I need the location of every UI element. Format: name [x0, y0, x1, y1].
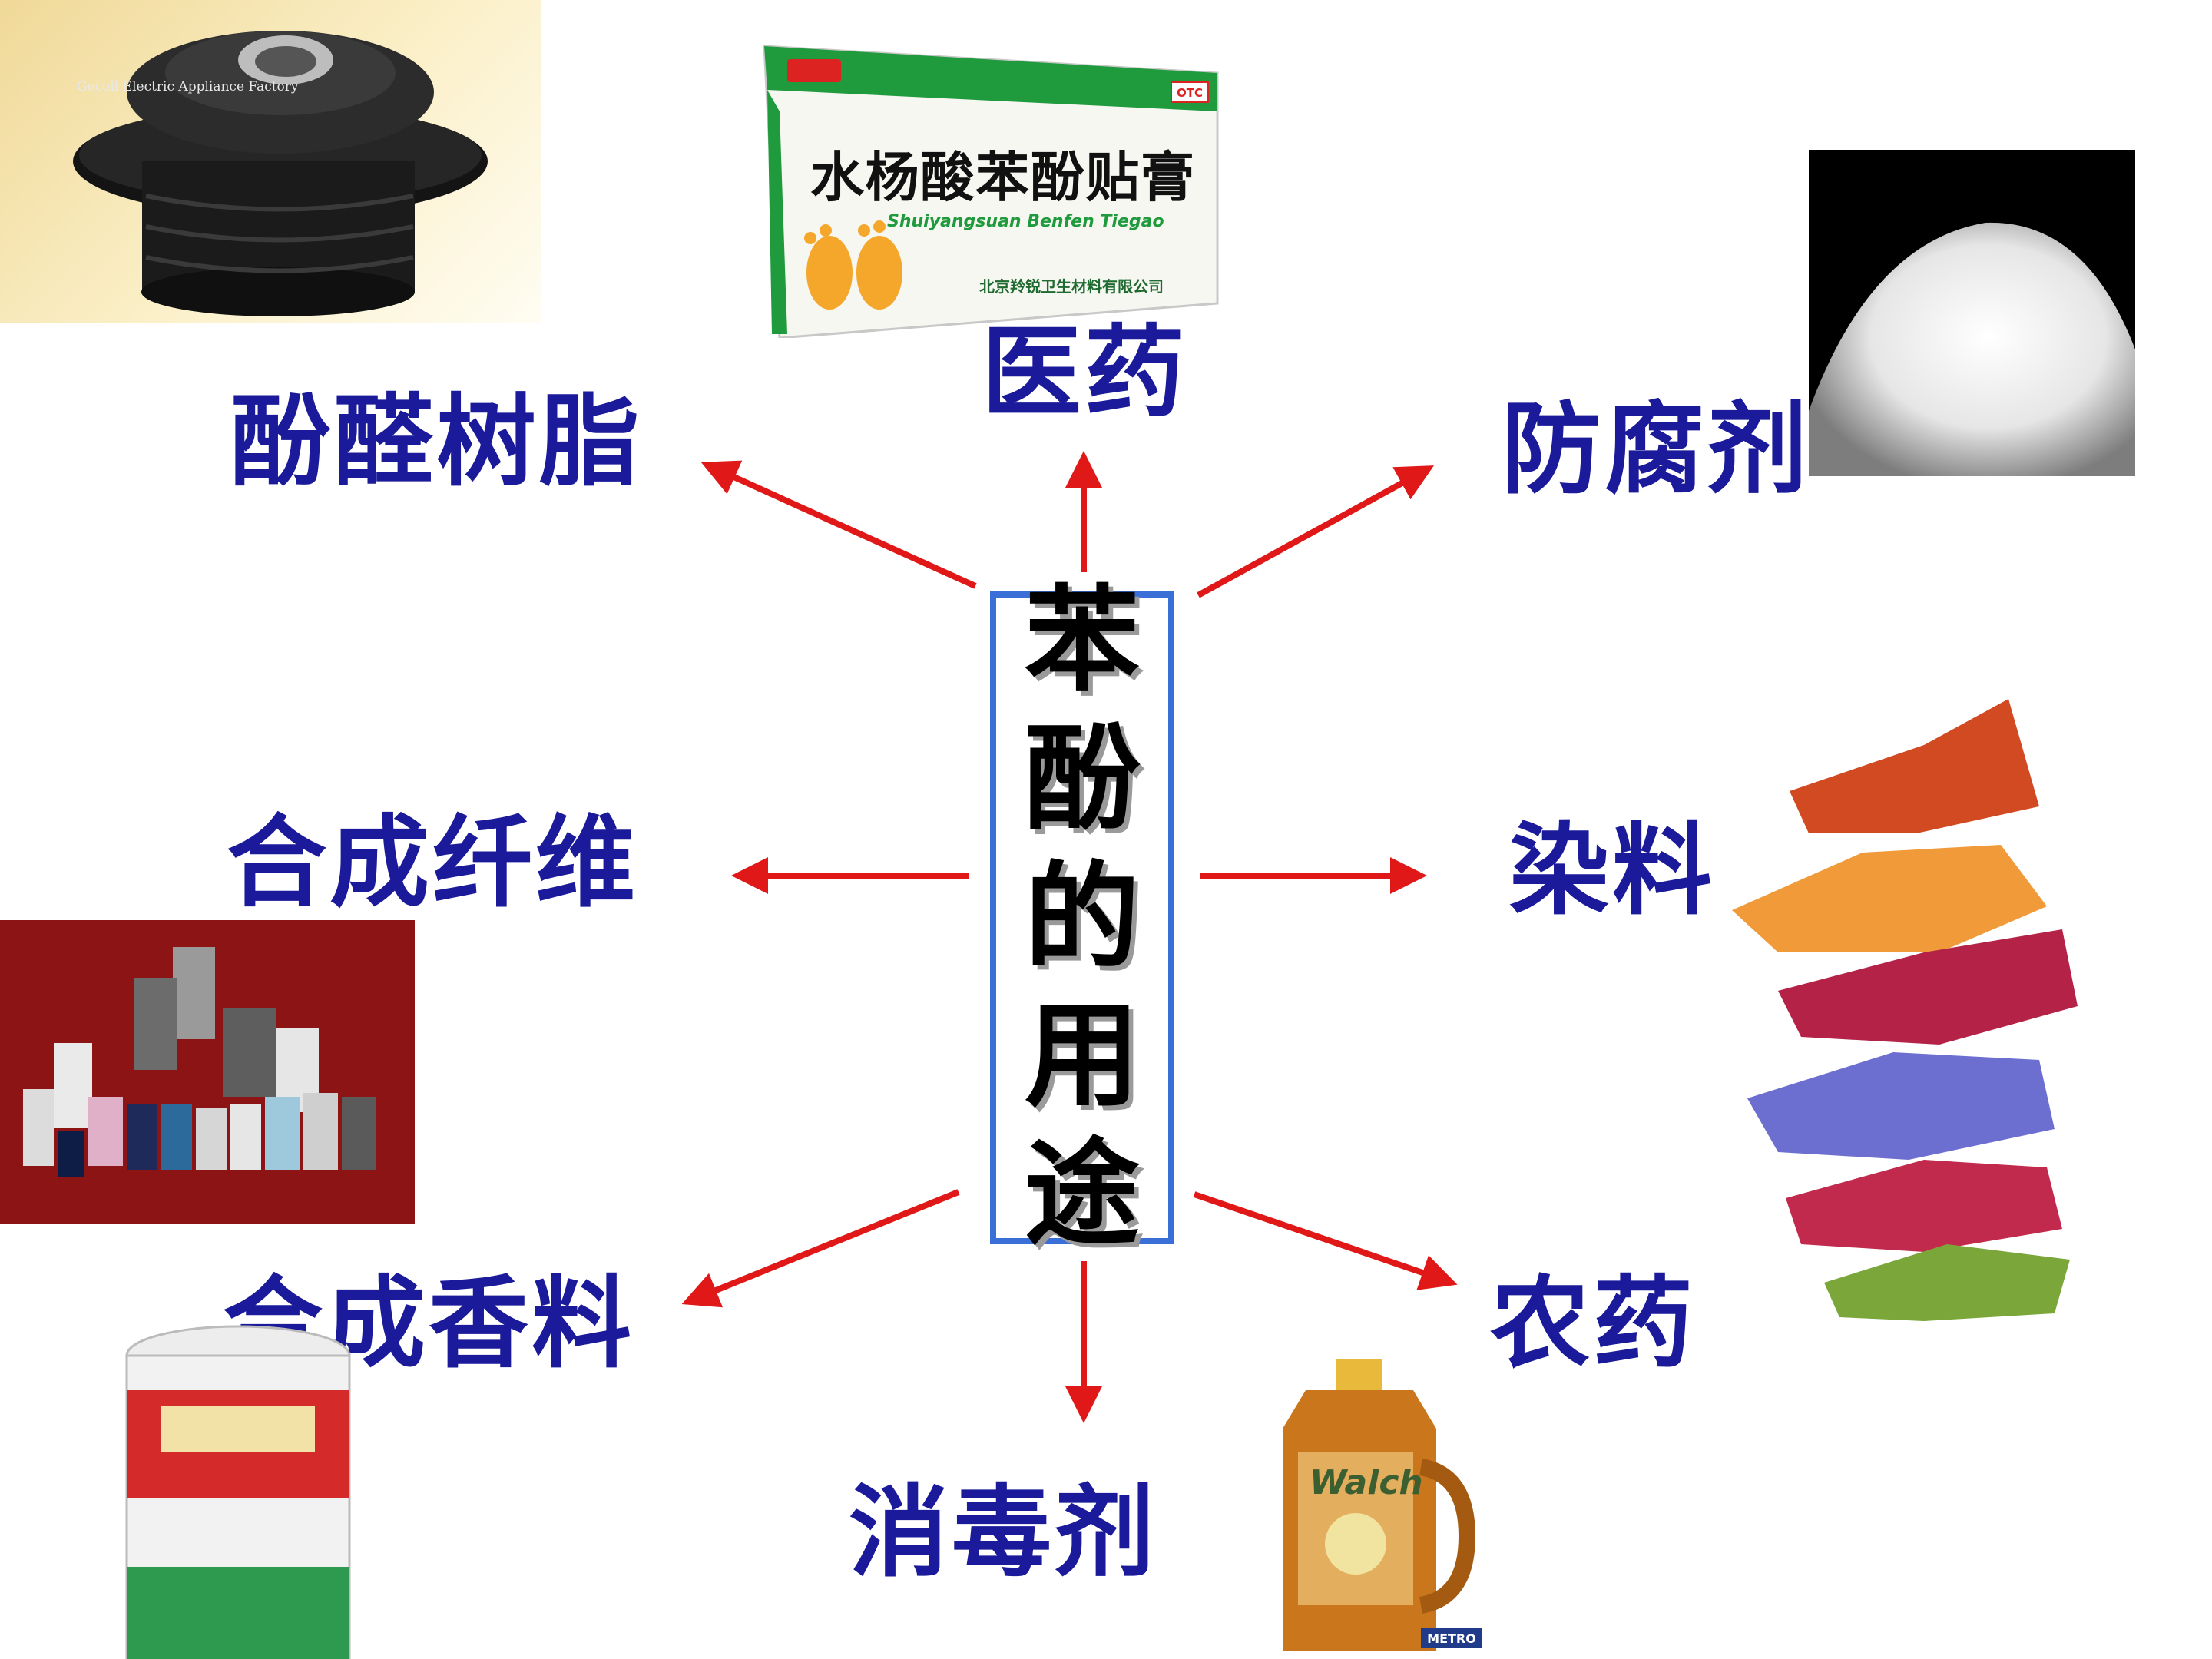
center-title-char: 酚 [1024, 713, 1140, 846]
svg-text:水杨酸苯酚贴膏: 水杨酸苯酚贴膏 [810, 146, 1194, 209]
center-title-char: 苯 [1024, 575, 1140, 708]
medicine-box-image: OTC 水杨酸苯酚贴膏 Shuiyangsuan Benfen Tiegao 北… [757, 42, 1225, 338]
white-powder-image [1809, 150, 2135, 476]
dye-pigments-image [1694, 699, 2120, 1329]
watermark-text: Gecoll Electric Appliance Factory [77, 79, 299, 94]
svg-text:Walch: Walch [1310, 1463, 1423, 1502]
label-pesticide: 农药 [1490, 1265, 1697, 1382]
svg-text:METRO: METRO [1427, 1631, 1476, 1646]
center-title-char: 的 [1024, 851, 1140, 985]
center-title-char: 途 [1024, 1128, 1140, 1261]
label-synthetic-fiber: 合成纤维 [227, 804, 639, 921]
lamp-socket-image: Gecoll Electric Appliance Factory [0, 0, 541, 323]
arrow-phenolic-resin [700, 460, 977, 589]
svg-text:Shuiyangsuan Benfen Tiegao: Shuiyangsuan Benfen Tiegao [887, 212, 1164, 231]
label-phenolic-resin: 酚醛树脂 [230, 383, 643, 500]
fragrance-jar-image [115, 1321, 361, 1659]
label-disinfectant: 消毒剂 [849, 1474, 1158, 1591]
label-preservative: 防腐剂 [1502, 391, 1811, 508]
center-title-char: 用 [1024, 989, 1140, 1123]
svg-text:OTC: OTC [1177, 86, 1203, 100]
svg-text:北京羚锐卫生材料有限公司: 北京羚锐卫生材料有限公司 [979, 277, 1164, 296]
disinfectant-bottle-image: Walch METRO [1237, 1359, 1498, 1659]
label-medicine: 医药 [982, 314, 1188, 431]
center-title-box: 苯 酚 的 用 途 [990, 575, 1174, 1261]
arrow-pesticide [1193, 1191, 1458, 1290]
thread-spools-image [0, 920, 415, 1224]
arrow-preservative [1197, 465, 1435, 598]
label-dye: 染料 [1509, 812, 1716, 929]
arrow-synthetic-fragrance [681, 1189, 960, 1308]
